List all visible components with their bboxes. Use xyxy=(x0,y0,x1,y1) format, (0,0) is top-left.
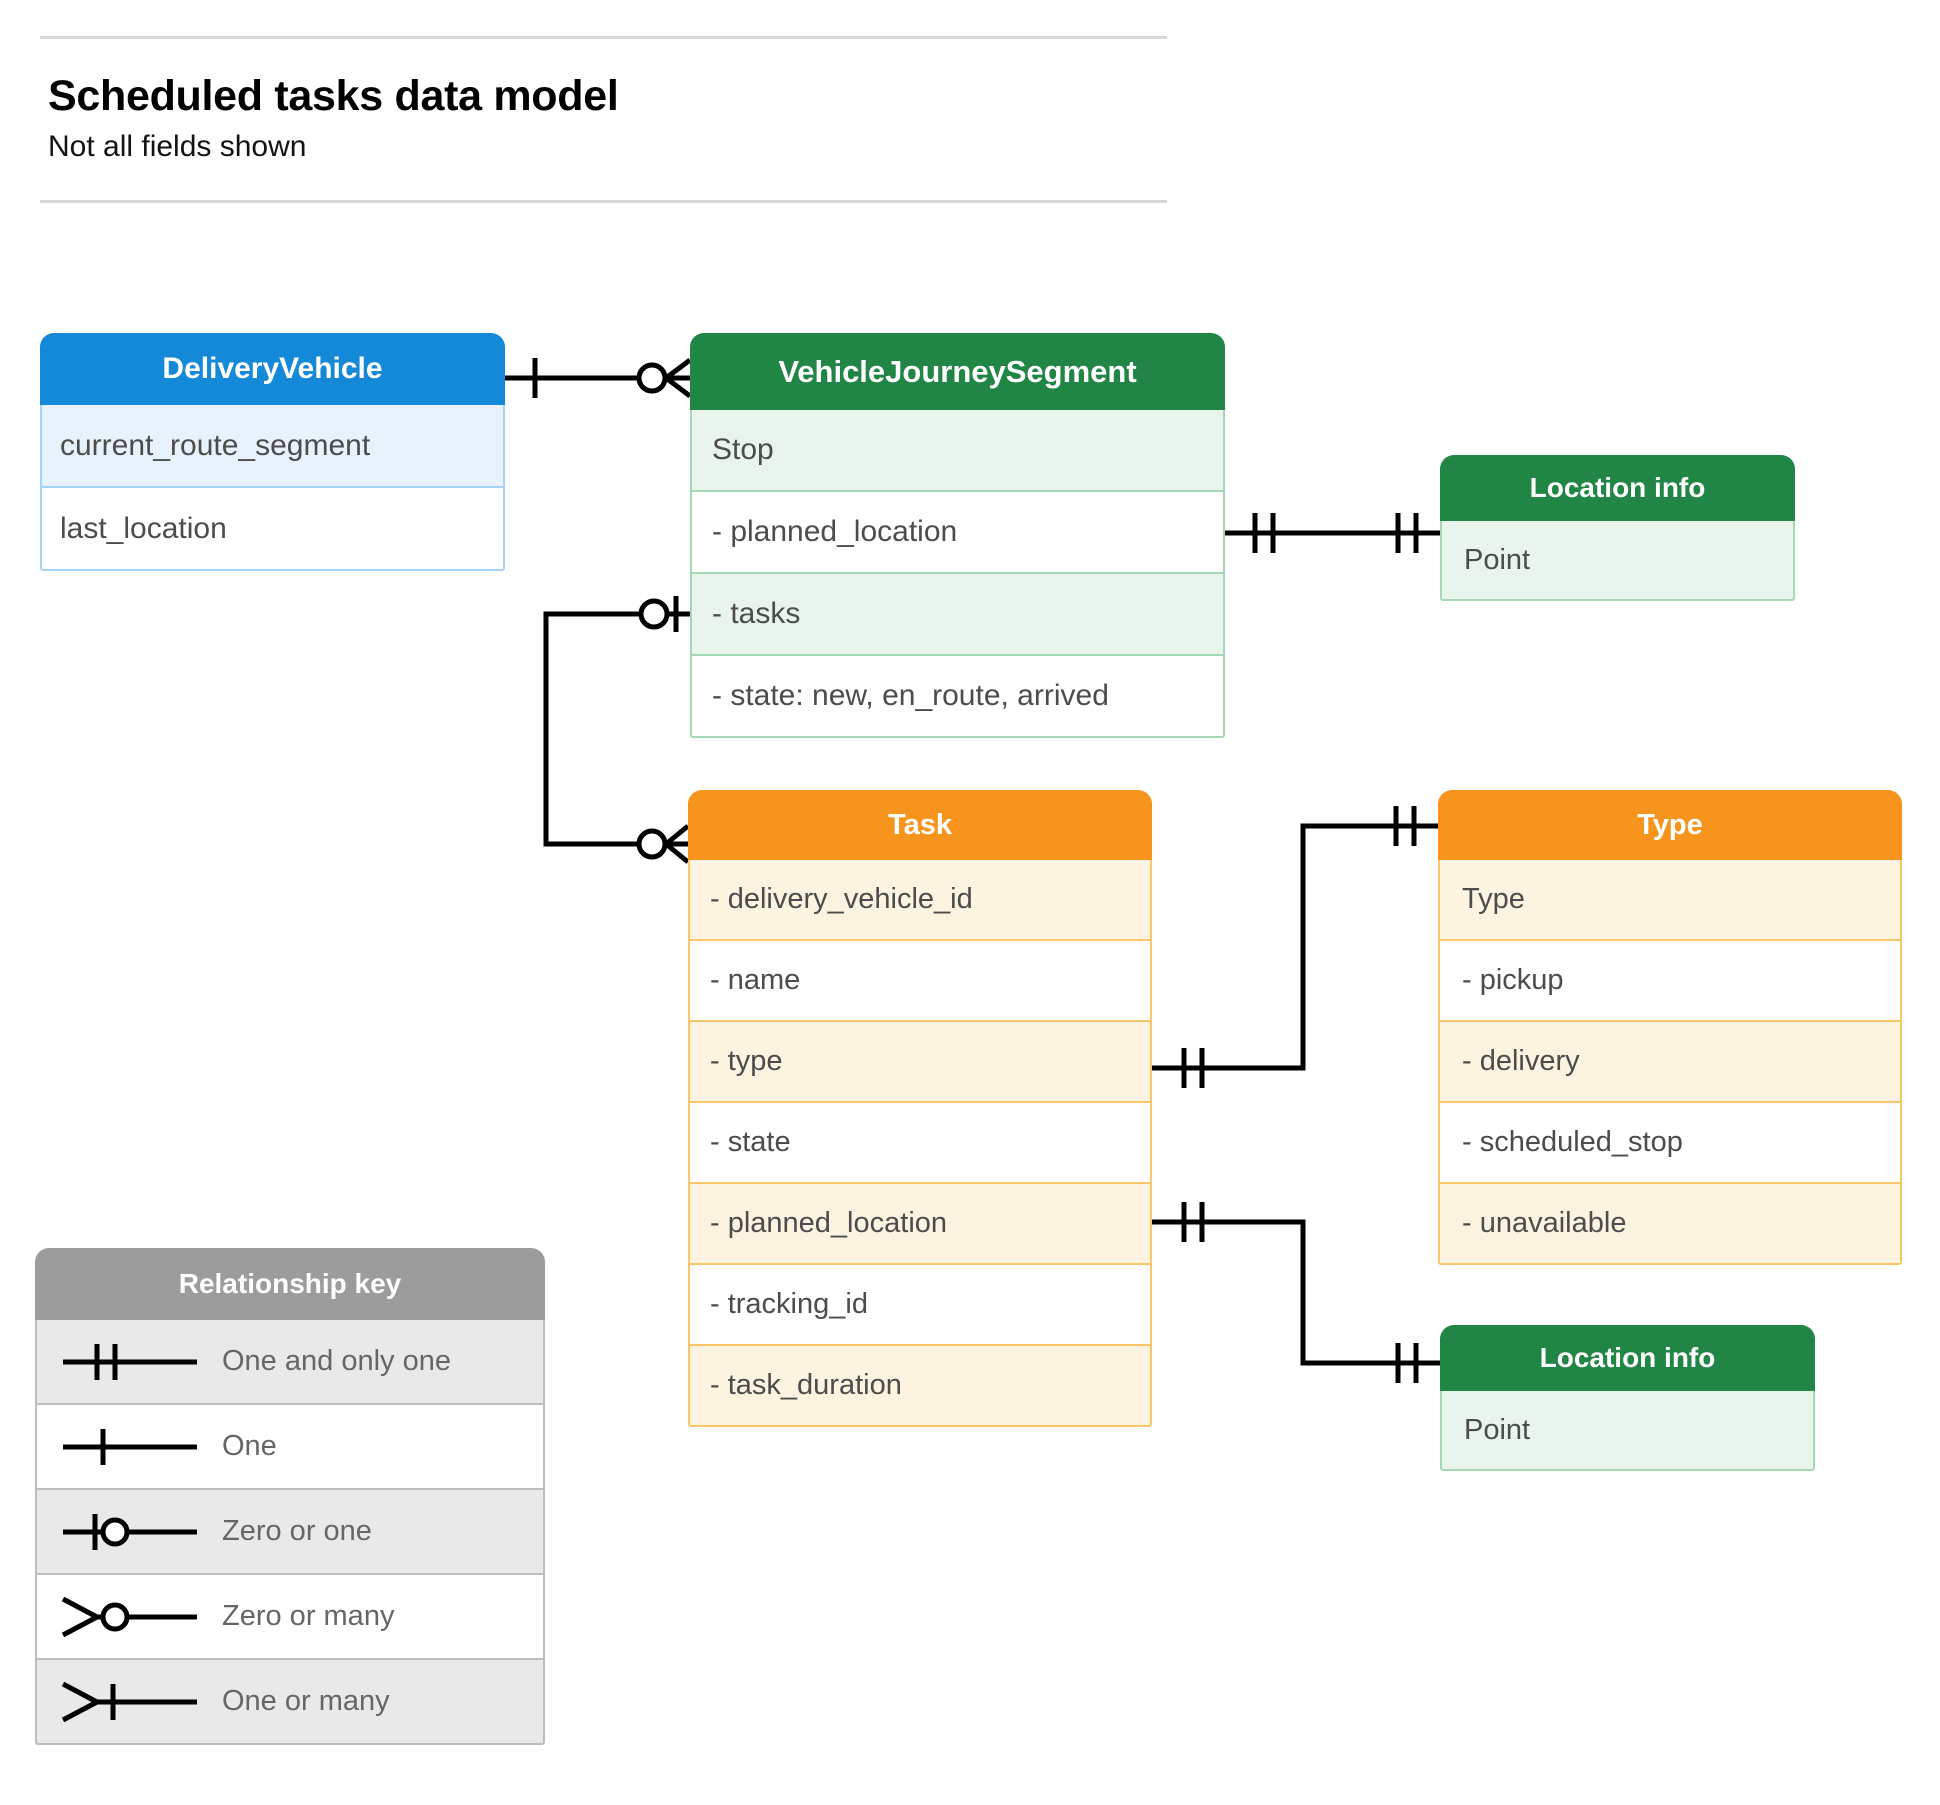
legend-item-label: One xyxy=(222,1430,277,1462)
field-row: last_location xyxy=(40,488,505,571)
relationship-key-legend[interactable]: Relationship key One and only one xyxy=(35,1248,545,1745)
legend-item: One or many xyxy=(35,1660,545,1745)
legend-item-label: Zero or many xyxy=(222,1600,395,1632)
field-row: Type xyxy=(1438,860,1902,941)
entity-type[interactable]: Type Type - pickup - delivery - schedule… xyxy=(1438,790,1902,1265)
field-row: - tracking_id xyxy=(688,1265,1152,1346)
entity-title-location-info-bottom: Location info xyxy=(1440,1325,1815,1391)
entity-delivery-vehicle[interactable]: DeliveryVehicle current_route_segment la… xyxy=(40,333,505,571)
entity-title-delivery-vehicle: DeliveryVehicle xyxy=(40,333,505,405)
field-row: - delivery xyxy=(1438,1022,1902,1103)
field-row: current_route_segment xyxy=(40,405,505,488)
connector-task-planned-location-to-location-info xyxy=(1152,1202,1440,1383)
field-row: Point xyxy=(1440,521,1795,601)
entity-title-type: Type xyxy=(1438,790,1902,860)
header-divider-bottom xyxy=(40,200,1167,203)
legend-item: One and only one xyxy=(35,1320,545,1405)
one-or-many-icon xyxy=(37,1679,222,1725)
connector-dv-to-vjs xyxy=(505,358,692,398)
entity-title-location-info-top: Location info xyxy=(1440,455,1795,521)
legend-item-label: One or many xyxy=(222,1685,390,1717)
field-row: - task_duration xyxy=(688,1346,1152,1427)
field-row: - state xyxy=(688,1103,1152,1184)
connector-task-type-to-type xyxy=(1152,806,1438,1088)
legend-title: Relationship key xyxy=(35,1248,545,1320)
entity-location-info-top[interactable]: Location info Point xyxy=(1440,455,1795,601)
field-row: - name xyxy=(688,941,1152,1022)
legend-item: Zero or many xyxy=(35,1575,545,1660)
page-subtitle: Not all fields shown xyxy=(48,130,307,163)
header-divider-top xyxy=(40,36,1167,39)
entity-title-task: Task xyxy=(688,790,1152,860)
entity-task[interactable]: Task - delivery_vehicle_id - name - type… xyxy=(688,790,1152,1427)
field-row: - delivery_vehicle_id xyxy=(688,860,1152,941)
field-row: - type xyxy=(688,1022,1152,1103)
field-row: - state: new, en_route, arrived xyxy=(690,656,1225,738)
one-icon xyxy=(37,1424,222,1470)
field-row: Point xyxy=(1440,1391,1815,1471)
legend-item-label: Zero or one xyxy=(222,1515,372,1547)
legend-item: One xyxy=(35,1405,545,1490)
field-row: - unavailable xyxy=(1438,1184,1902,1265)
one-and-only-one-icon xyxy=(37,1339,222,1385)
connector-vjs-planned-location-to-location-info xyxy=(1225,513,1440,553)
field-row: - scheduled_stop xyxy=(1438,1103,1902,1184)
page-title: Scheduled tasks data model xyxy=(48,72,619,120)
entity-title-vehicle-journey-segment: VehicleJourneySegment xyxy=(690,333,1225,410)
field-row: - tasks xyxy=(690,574,1225,656)
zero-or-many-icon xyxy=(37,1594,222,1640)
field-row: Stop xyxy=(690,410,1225,492)
field-row: - planned_location xyxy=(688,1184,1152,1265)
legend-item: Zero or one xyxy=(35,1490,545,1575)
entity-location-info-bottom[interactable]: Location info Point xyxy=(1440,1325,1815,1471)
legend-item-label: One and only one xyxy=(222,1345,451,1377)
zero-or-one-icon xyxy=(37,1509,222,1555)
field-row: - planned_location xyxy=(690,492,1225,574)
entity-vehicle-journey-segment[interactable]: VehicleJourneySegment Stop - planned_loc… xyxy=(690,333,1225,738)
field-row: - pickup xyxy=(1438,941,1902,1022)
connector-vjs-tasks-to-task xyxy=(543,596,690,864)
